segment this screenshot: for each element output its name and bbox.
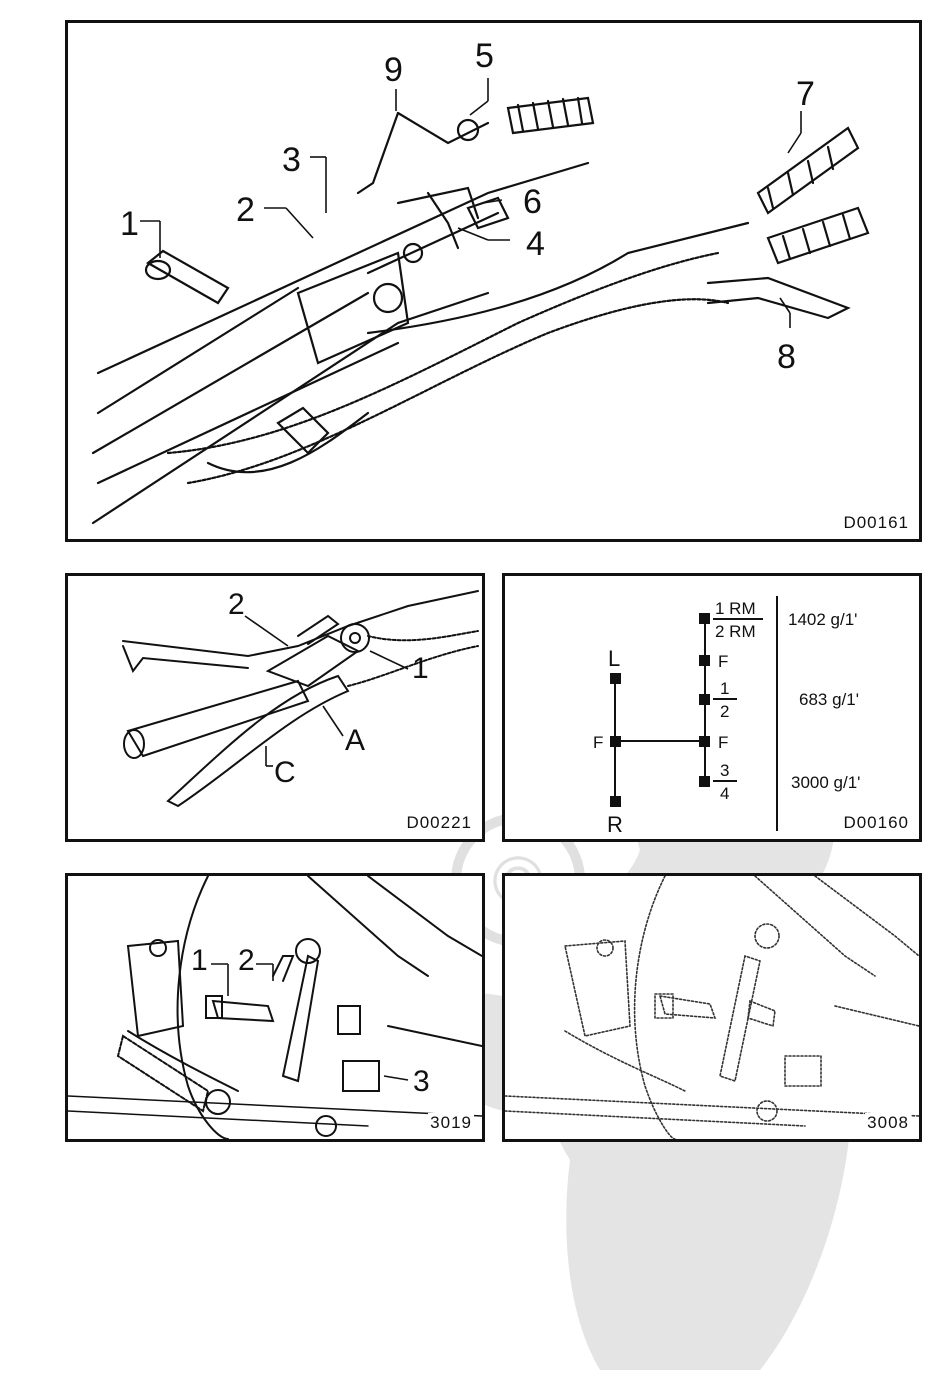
callout-6: 6 <box>523 183 542 221</box>
label-1: 1 <box>720 679 729 698</box>
callout-A: A <box>345 724 365 757</box>
callout-4: 4 <box>526 225 545 263</box>
gearbox-drawing-dotted <box>505 876 919 1139</box>
speed-3: 3000 g/1' <box>791 773 860 792</box>
figure-code: 3019 <box>428 1113 474 1133</box>
callout-C: C <box>274 756 296 789</box>
figure-code: D00160 <box>841 813 911 833</box>
handlebar-drawing: 1 2 3 4 5 6 7 8 9 <box>68 23 919 539</box>
speed-2: 683 g/1' <box>799 690 859 709</box>
figure-code: 3008 <box>865 1113 911 1133</box>
gearbox-drawing: 1 2 3 <box>68 876 482 1139</box>
label-2RM: 2 RM <box>715 622 756 641</box>
callout-1: 1 <box>412 652 429 685</box>
figure-code: D00221 <box>404 813 474 833</box>
figure-code: D00161 <box>841 513 911 533</box>
figure-gearbox-detail: 1 2 3 3019 <box>65 873 485 1142</box>
figure-lever-detail: 2 1 A C D00221 <box>65 573 485 842</box>
callout-2: 2 <box>238 944 255 977</box>
speed-1: 1402 g/1' <box>788 610 857 629</box>
gear-shift-diagram: L F R 1 RM 2 RM F 1 2 F 3 4 1402 g/1' 68… <box>505 576 919 839</box>
callout-3: 3 <box>413 1065 430 1098</box>
callout-5: 5 <box>475 37 494 75</box>
callout-2: 2 <box>228 588 245 621</box>
callout-9: 9 <box>384 51 403 89</box>
label-F-upper: F <box>718 652 728 671</box>
callout-8: 8 <box>777 338 796 376</box>
callout-1: 1 <box>191 944 208 977</box>
label-F-left: F <box>593 733 603 752</box>
callout-7: 7 <box>796 75 815 113</box>
label-R: R <box>607 812 623 837</box>
figure-gear-diagram: L F R 1 RM 2 RM F 1 2 F 3 4 1402 g/1' 68… <box>502 573 922 842</box>
figure-handlebar-controls: 1 2 3 4 5 6 7 8 9 D00161 <box>65 20 922 542</box>
label-2: 2 <box>720 702 729 721</box>
lever-drawing: 2 1 A C <box>68 576 482 839</box>
label-L: L <box>608 646 620 671</box>
figure-gearbox-detail-alt: 3008 <box>502 873 922 1142</box>
callout-2: 2 <box>236 191 255 229</box>
label-3: 3 <box>720 761 729 780</box>
label-1RM: 1 RM <box>715 599 756 618</box>
label-F-lower: F <box>718 733 728 752</box>
label-4: 4 <box>720 784 729 803</box>
callout-3: 3 <box>282 141 301 179</box>
callout-1: 1 <box>120 205 139 243</box>
